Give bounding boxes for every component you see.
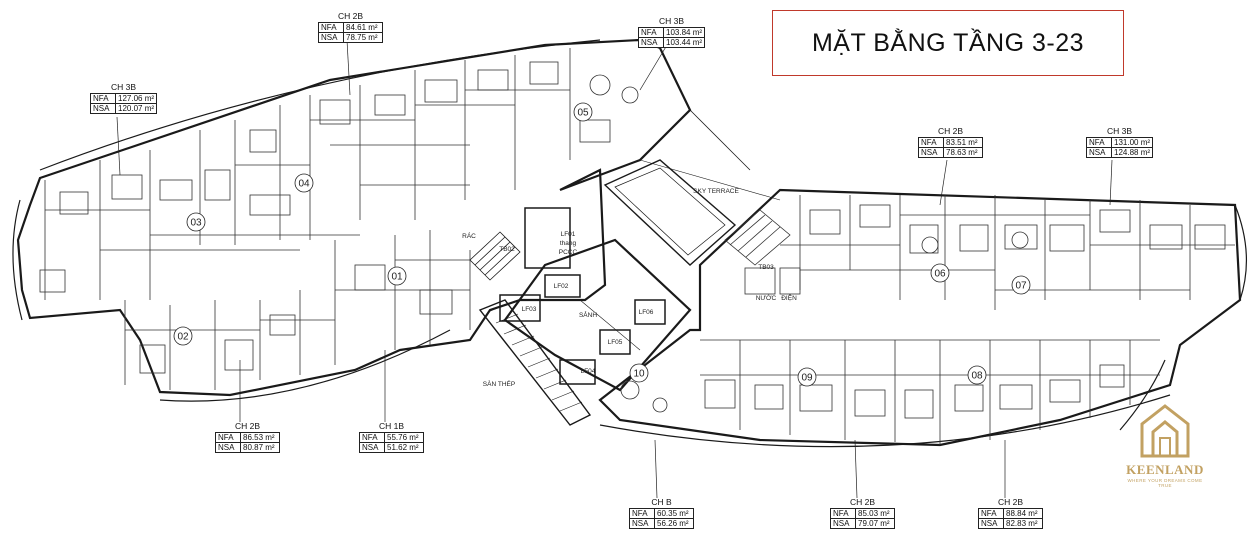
tb03-label: TB03 [758,264,774,271]
unit-code: CH B [651,497,672,507]
lf02-label: LF02 [554,283,569,290]
svg-text:10: 10 [633,369,645,380]
left-end-curve [12,199,23,321]
apartment-markers: 01 02 03 04 05 06 07 08 09 10 [173,102,1031,387]
steel-deck [478,299,592,426]
unit-code: CH 3B [110,82,137,92]
brand-watermark: KEENLAND WHERE YOUR DREAMS COME TRUE [1120,400,1210,500]
lf03-label: LF03 [522,306,537,313]
core [469,207,692,392]
unit-code: CH 2B [234,421,261,431]
left-wing-curve-top [39,39,601,171]
lift-lf01 [524,207,571,269]
svg-text:04: 04 [298,179,310,190]
right-end-curve [1234,204,1247,301]
apartment-marker: 10 [629,363,649,383]
svg-text:02: 02 [177,332,189,343]
sky-terrace-label: SKY TERRACE [693,188,739,195]
left-wing-rooms [39,48,639,390]
dien-label: ĐIỆN [781,293,797,302]
lf01-label: LF01 [561,231,576,238]
lf05-label: LF05 [608,339,623,346]
svg-text:09: 09 [801,373,813,384]
page-title: MẶT BẰNG TẦNG 3-23 [811,28,1085,57]
nuoc-label: NƯỚC [756,293,777,302]
unit-code: CH 1B [378,421,405,431]
apartment-marker: 02 [173,326,193,346]
title-box: MẶT BẰNG TẦNG 3-23 [772,10,1124,76]
unit-code: CH 2B [937,126,964,136]
tb02-label: TB02 [499,246,515,253]
svg-text:03: 03 [190,218,202,229]
lf01-label-3: PCCC [559,249,578,256]
lf01-label-2: thang [560,240,577,247]
apartment-marker: 04 [294,173,314,193]
left-wing-curve-bottom [159,329,451,402]
sky-terrace [603,109,781,266]
room-labels: SKY TERRACE RÁC TB02 TB03 LF01 thang PCC… [462,188,797,388]
lf06-label: LF06 [639,309,654,316]
apartment-marker: 06 [930,263,950,283]
svg-text:01: 01 [391,272,403,283]
svg-text:08: 08 [971,371,983,382]
brand-logo-icon [1140,404,1190,458]
rac-label: RÁC [462,231,476,240]
lf04-label: LF04 [581,368,596,375]
unit-code: CH 2B [337,11,364,21]
unit-code: CH 2B [849,497,876,507]
apartment-marker: 08 [967,365,987,385]
san-thep-label: SÀN THÉP [483,379,515,388]
svg-text:05: 05 [577,108,589,119]
right-edge-curve [1119,359,1166,431]
stair-left [469,231,521,281]
right-wing-curve-bottom [599,394,1171,448]
unit-code: CH 3B [1106,126,1133,136]
left-wing [12,38,692,402]
apartment-marker: 01 [387,266,407,286]
svg-text:07: 07 [1015,281,1027,292]
right-wing-rooms [620,195,1235,445]
core-diamond [503,238,692,392]
brand-name: KEENLAND [1126,462,1204,477]
brand-tagline: WHERE YOUR DREAMS COME TRUE [1127,478,1203,488]
left-wing-outline [16,38,692,397]
leader-lines [116,39,1113,499]
apartment-marker: 09 [797,367,817,387]
svg-text:06: 06 [934,269,946,280]
apartment-marker: 05 [573,102,593,122]
apartment-marker: 07 [1011,275,1031,295]
sanh-label: SẢNH [579,310,597,319]
unit-code: CH 3B [658,16,685,26]
apartment-marker: 03 [186,212,206,232]
unit-code: CH 2B [997,497,1024,507]
